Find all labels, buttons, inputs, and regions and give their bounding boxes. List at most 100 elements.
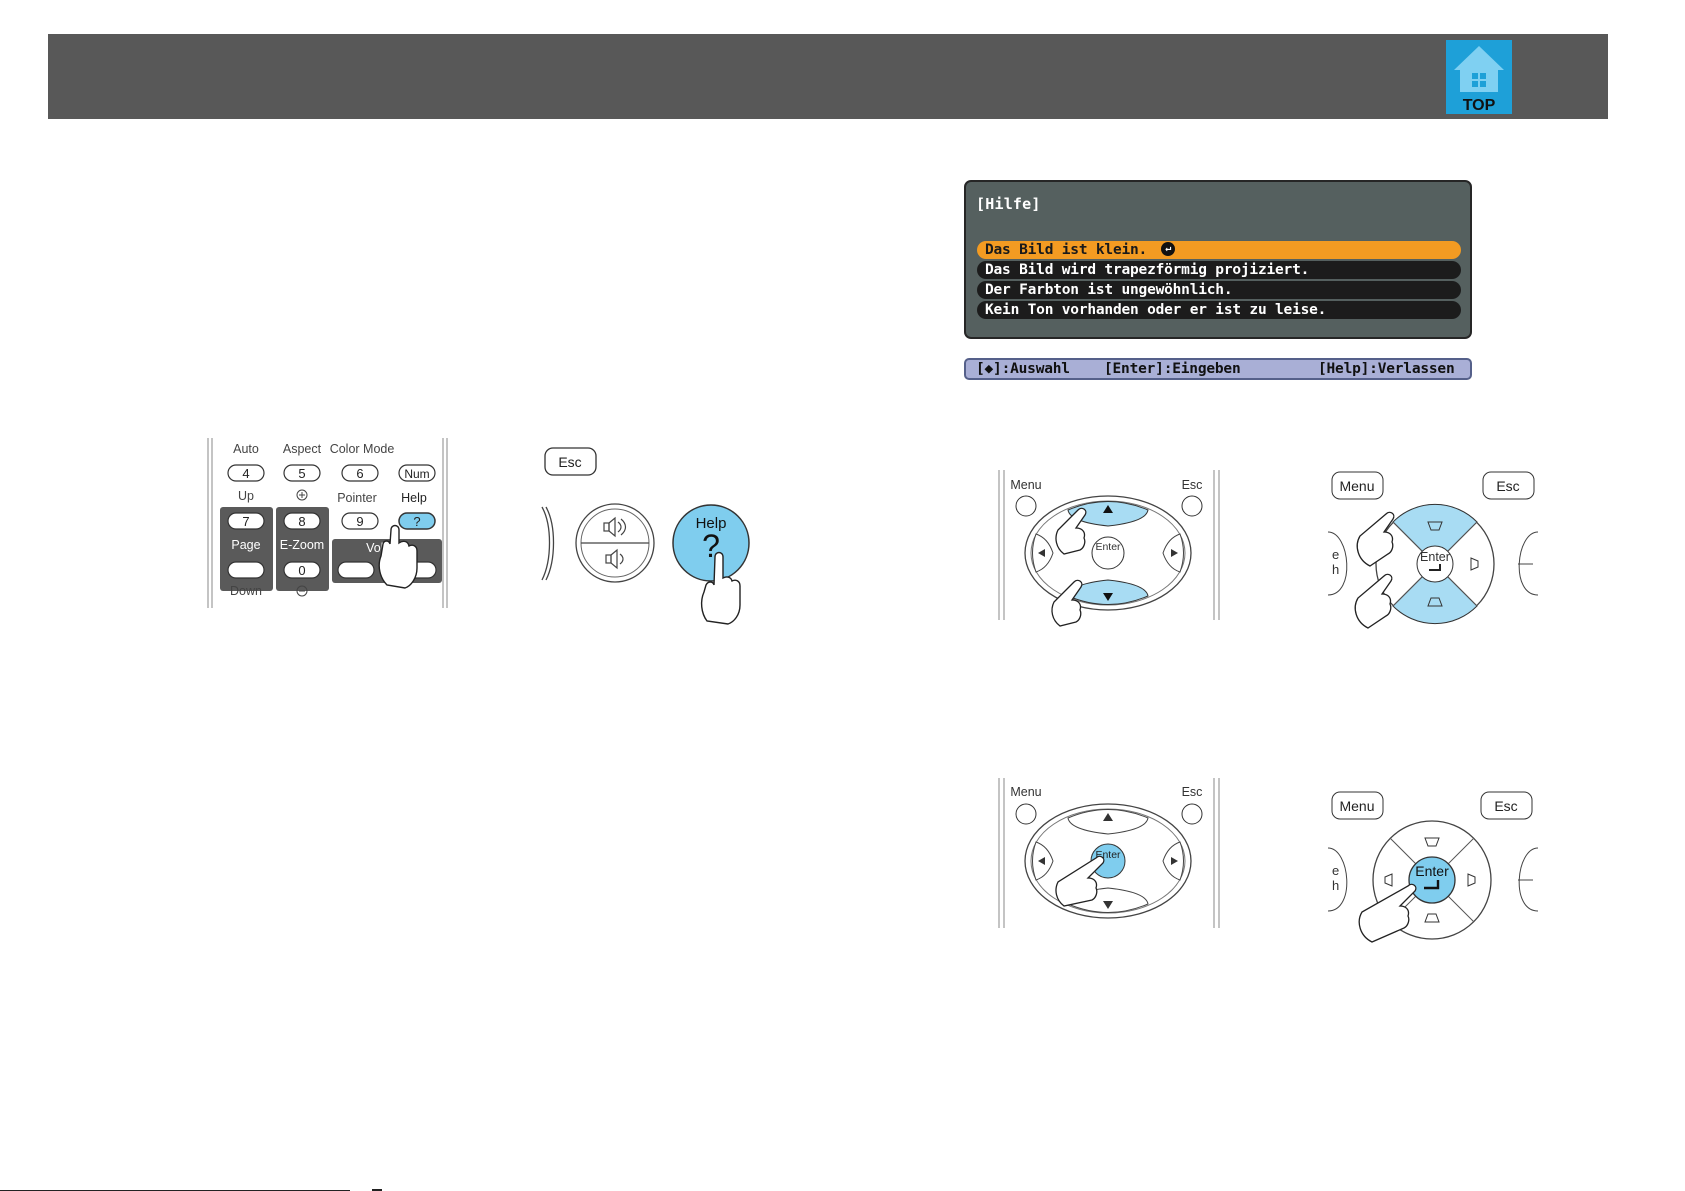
svg-text:7: 7 [242,514,249,529]
key-4[interactable] [227,464,265,482]
help-menu-item-trapezoid[interactable]: Das Bild wird trapezförmig projiziert. [977,261,1461,279]
top-logo-text: TOP [1463,97,1496,114]
volume-down-icon [605,548,624,570]
footer-dash [372,1189,382,1191]
help-button[interactable] [672,504,750,582]
guide-bar: [◆]:Auswahl [Enter]:Eingeben [Help]:Verl… [964,358,1472,380]
svg-text:Enter: Enter [1420,550,1450,564]
up-arrow-button[interactable] [1067,809,1149,835]
svg-text:Esc: Esc [1494,798,1517,814]
svg-text:6: 6 [356,466,363,481]
guide-select: [◆]:Auswahl [976,361,1070,377]
header-bar [48,34,1608,119]
menu-button[interactable] [1015,803,1037,825]
page-label: Page [231,538,260,552]
key-help[interactable] [398,512,436,530]
svg-text:Menu: Menu [1010,785,1041,799]
enter-arrow-icon [1429,564,1441,571]
svg-text:Esc: Esc [1496,478,1519,494]
menu-button[interactable] [1331,471,1384,500]
svg-text:?: ? [413,514,420,529]
key-9[interactable] [341,512,379,530]
menu-button[interactable] [1331,791,1384,820]
menu-button[interactable] [1015,495,1037,517]
esc-button[interactable] [1480,791,1533,820]
keystone-right-icon [1467,873,1476,887]
help-menu-window: [Hilfe] Das Bild ist klein.↵ Das Bild wi… [964,180,1472,339]
keystone-top-icon [1424,837,1440,847]
pointing-hand-icon [1356,511,1395,567]
guide-enter: [Enter]:Eingeben [1104,361,1241,377]
enter-arrow-icon [1424,880,1440,890]
projector-nav-enter: Menu Esc e h Enter [1328,791,1538,943]
esc-button[interactable] [1181,495,1203,517]
zoom-out-icon [296,585,308,597]
keystone-left-icon [1384,873,1393,887]
help-label: Help [401,491,427,505]
ezoom-label: E-Zoom [280,538,324,552]
keystone-top-icon [1427,521,1443,531]
key-page-down[interactable] [227,561,265,579]
up-arrow-icon [1103,505,1113,513]
svg-text:Menu: Menu [1010,478,1041,492]
help-menu-item-no-sound[interactable]: Kein Ton vorhanden oder er ist zu leise. [977,301,1461,319]
svg-text:Help: Help [696,515,727,532]
svg-text:h: h [1332,878,1339,893]
pointer-label: Pointer [337,491,377,505]
svg-text:4: 4 [242,466,249,481]
help-menu-item-color[interactable]: Der Farbton ist ungewöhnlich. [977,281,1461,299]
help-menu-title: [Hilfe] [976,195,1041,213]
esc-button[interactable] [1181,803,1203,825]
esc-button[interactable] [1482,471,1535,500]
remote-nav-enter: Menu Esc Enter [998,778,1220,928]
svg-text:Menu: Menu [1339,798,1374,814]
down-arrow-icon [1103,593,1113,601]
zoom-in-icon [296,489,308,501]
key-num[interactable] [398,464,436,482]
svg-text:Enter: Enter [1095,541,1121,553]
pointing-hand-icon [378,524,418,589]
help-menu-item-small-image[interactable]: Das Bild ist klein.↵ [977,241,1461,259]
color-mode-label: Color Mode [330,442,395,456]
remote-nav-updown: Menu Esc Enter [998,470,1220,627]
keystone-right-icon [1470,557,1479,571]
up-label: Up [238,489,254,503]
projector-nav-updown: Menu Esc e h Enter [1328,471,1538,629]
enter-button[interactable] [1091,536,1125,570]
key-0[interactable] [283,561,321,579]
top-home-icon[interactable]: TOP [1446,40,1512,114]
pointing-hand-icon [700,551,741,625]
enter-arrow-icon: ↵ [1161,242,1176,256]
auto-label: Auto [233,442,259,456]
svg-text:Menu: Menu [1339,478,1374,494]
key-7[interactable] [227,512,265,530]
pointing-hand-icon [1055,507,1087,555]
keystone-bottom-icon [1424,913,1440,923]
pointing-hand-icon [1358,883,1417,943]
guide-exit: [Help]:Verlassen [1318,361,1455,377]
remote-control-keypad: Auto Aspect Color Mode 4 5 6 Num Up Poin… [207,438,448,608]
volume-down-key[interactable] [337,561,375,579]
pointing-hand-icon [1354,573,1393,629]
down-label: Down [230,584,262,598]
key-8[interactable] [283,512,321,530]
svg-text:8: 8 [298,514,305,529]
svg-text:0: 0 [298,563,305,578]
aspect-label: Aspect [283,442,322,456]
volume-up-icon [603,516,627,538]
pointing-hand-icon [1055,855,1105,907]
enter-button[interactable] [1416,545,1454,583]
svg-text:Esc: Esc [1182,785,1203,799]
esc-button[interactable] [544,447,597,476]
key-6[interactable] [341,464,379,482]
key-5[interactable] [283,464,321,482]
enter-button[interactable] [1408,856,1456,904]
svg-text:h: h [1332,562,1339,577]
pointing-hand-icon [1051,579,1083,627]
svg-text:e: e [1332,863,1339,878]
svg-text:e: e [1332,547,1339,562]
svg-text:9: 9 [356,514,363,529]
svg-text:Enter: Enter [1415,863,1449,879]
keystone-bottom-icon [1427,597,1443,607]
svg-text:Esc: Esc [1182,478,1203,492]
